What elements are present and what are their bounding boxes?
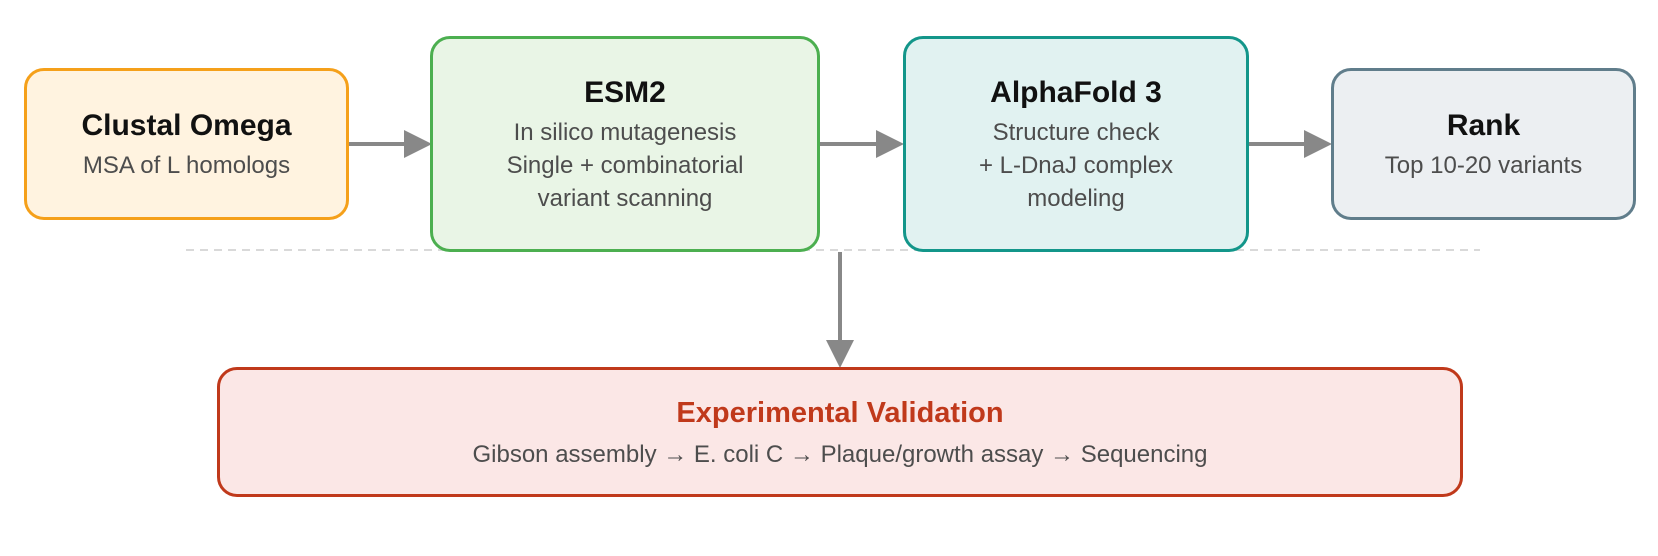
step-title: ESM2: [584, 75, 666, 109]
arrow-alphafold-to-rank-head: [1304, 130, 1332, 158]
step-detail: Single + combinatorial: [506, 151, 744, 179]
arrow-clustal-to-esm2-head: [404, 130, 432, 158]
validation-title: Experimental Validation: [676, 396, 1004, 429]
step-esm2: ESM2 In silico mutagenesis Single + comb…: [430, 36, 820, 252]
step-experimental-validation: Experimental Validation Gibson assembly …: [217, 367, 1463, 497]
step-detail: In silico mutagenesis: [513, 118, 737, 146]
step-detail: Structure check: [992, 118, 1160, 146]
step-title: Rank: [1446, 108, 1521, 142]
step-title: AlphaFold 3: [990, 75, 1162, 109]
step-detail: Top 10-20 variants: [1384, 151, 1583, 179]
step-rank: Rank Top 10-20 variants: [1331, 68, 1636, 220]
step-clustal-omega: Clustal Omega MSA of L homologs: [24, 68, 349, 220]
arrow-to-validation-head: [826, 340, 854, 368]
step-detail: MSA of L homologs: [82, 151, 291, 179]
step-detail: modeling: [1027, 184, 1125, 212]
step-detail: variant scanning: [537, 184, 713, 212]
step-title: Clustal Omega: [81, 108, 292, 142]
step-detail: + L-DnaJ complex: [978, 151, 1174, 179]
validation-detail: Gibson assembly → E. coli C → Plaque/gro…: [472, 440, 1208, 468]
arrow-esm2-to-alphafold-head: [876, 130, 904, 158]
step-alphafold-3: AlphaFold 3 Structure check + L-DnaJ com…: [903, 36, 1249, 252]
